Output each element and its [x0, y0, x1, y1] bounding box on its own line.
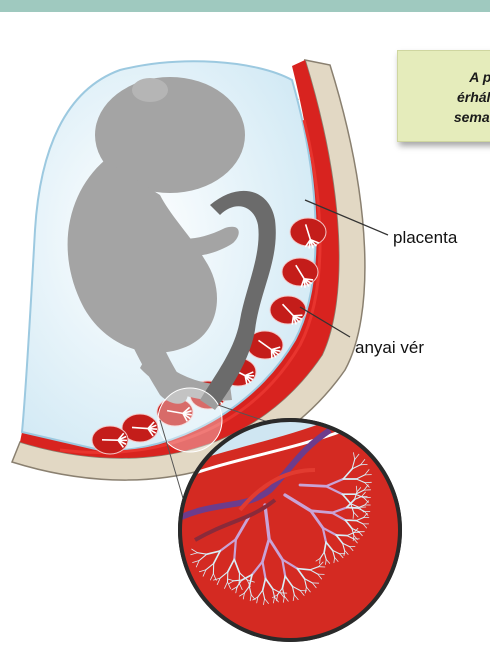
caption-line-2: érhálóz: [406, 87, 490, 107]
caption-box: A pla érhálóz sematik: [397, 50, 490, 142]
capillary-branch: [300, 485, 326, 486]
placenta-label: placenta: [393, 228, 457, 248]
zoom-source-circle: [158, 388, 222, 452]
capillary-branch: [234, 580, 242, 581]
caption-line-3: sematik: [406, 107, 490, 127]
capillary-branch: [353, 512, 354, 518]
caption-line-1: A pla: [406, 67, 490, 87]
capillary-branch: [345, 520, 356, 521]
maternal-blood-label: anyai vér: [355, 338, 424, 358]
capillary-branch: [336, 535, 347, 536]
